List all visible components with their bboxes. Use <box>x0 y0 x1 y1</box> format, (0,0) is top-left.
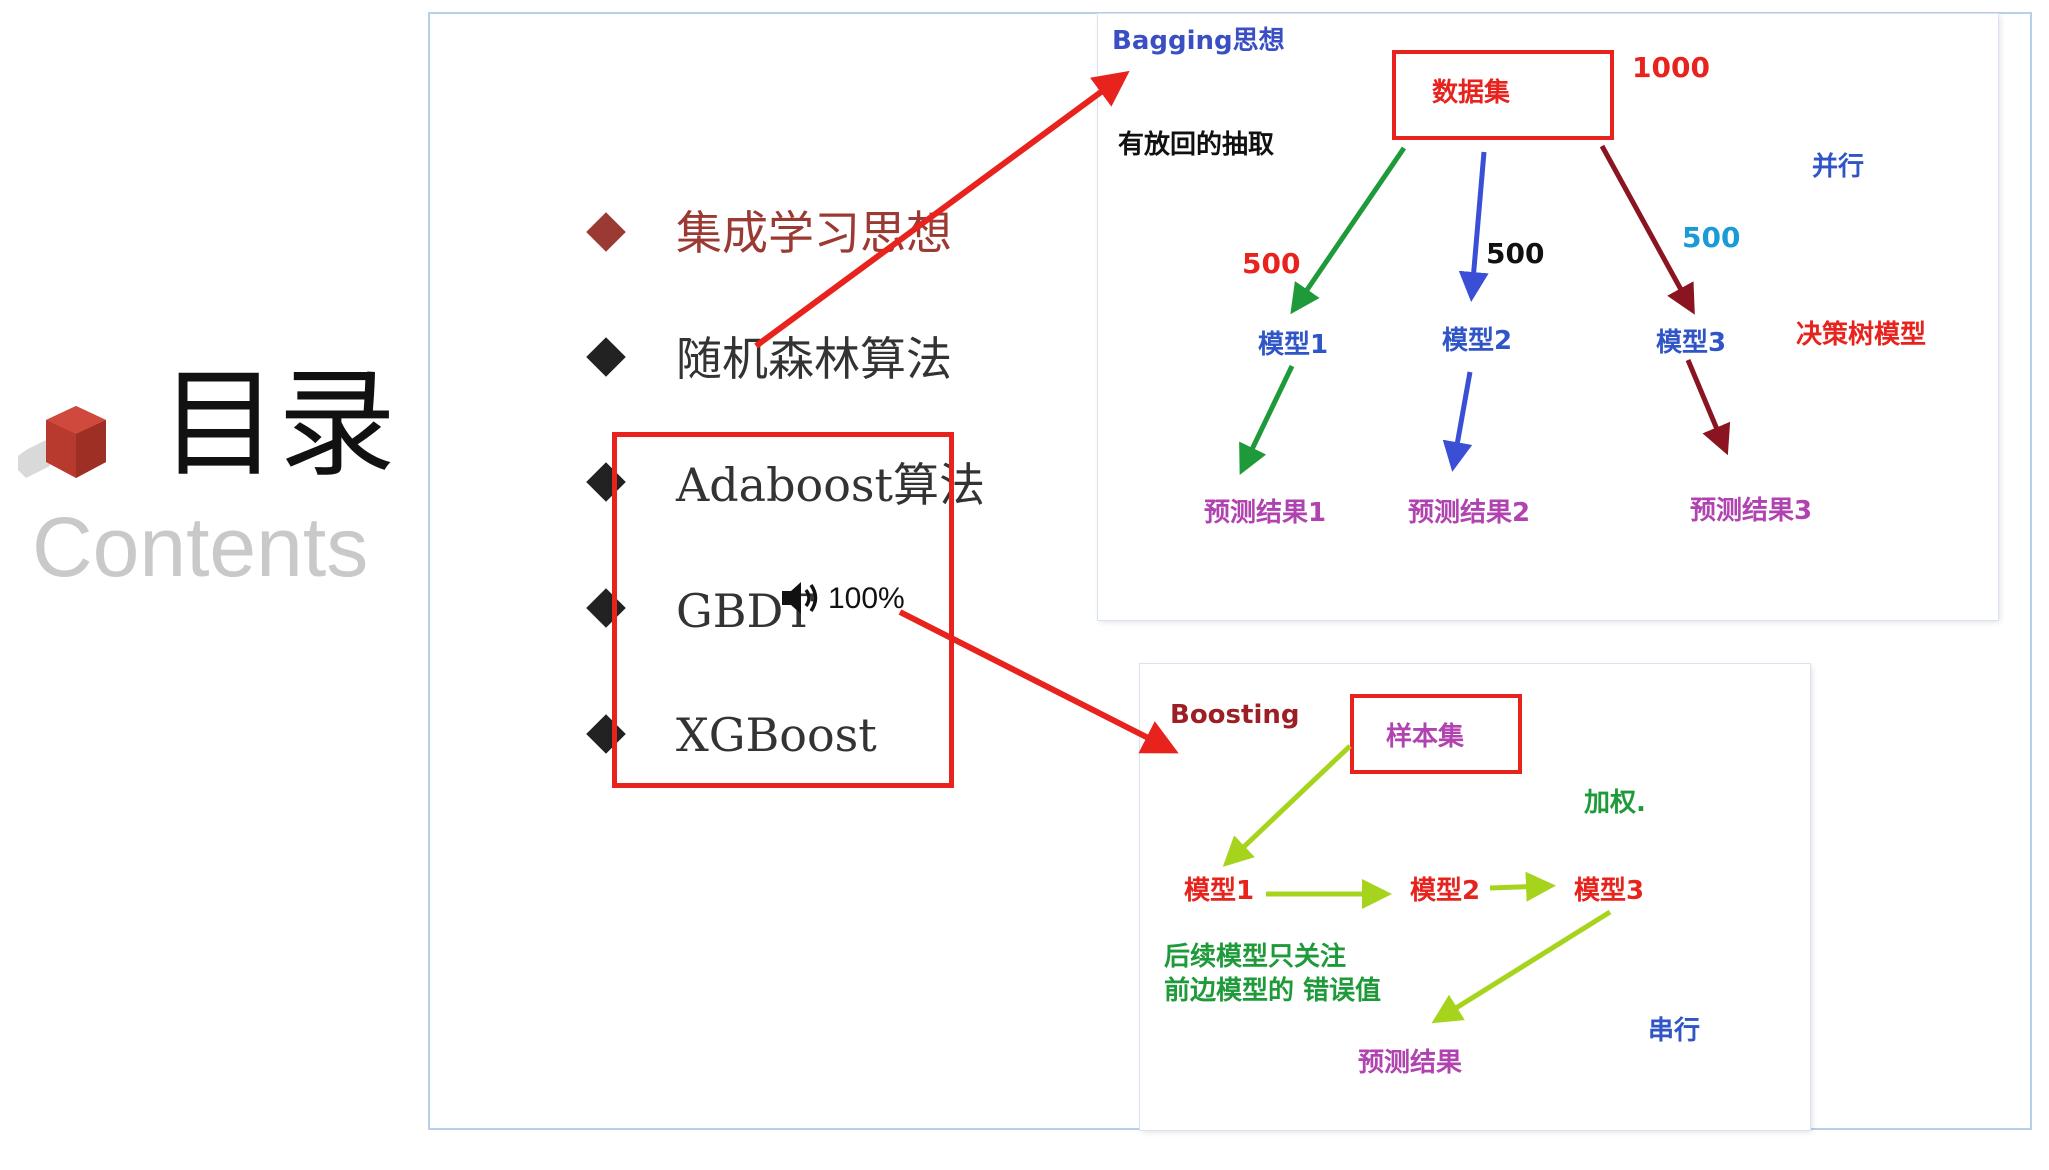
speaker-icon[interactable] <box>780 578 822 618</box>
volume-level: 100% <box>828 582 905 615</box>
model-type-label: 决策树模型 <box>1796 320 1927 350</box>
sample-set-box <box>1350 694 1522 774</box>
menu-bullet-icon <box>586 212 626 252</box>
boosting-note-line1: 后续模型只关注 <box>1164 942 1347 972</box>
bagging-result-3: 预测结果3 <box>1690 496 1813 526</box>
boosting-model-3: 模型3 <box>1574 876 1645 906</box>
parallel-label: 并行 <box>1812 152 1865 182</box>
bagging-model-2: 模型2 <box>1442 326 1513 356</box>
bagging-model-1: 模型1 <box>1258 330 1329 360</box>
boosting-title: Boosting <box>1170 700 1300 730</box>
dataset-box <box>1392 50 1614 140</box>
boosting-model-1: 模型1 <box>1184 876 1255 906</box>
boosting-note-line2: 前边模型的 错误值 <box>1164 976 1382 1006</box>
bagging-model-3: 模型3 <box>1656 328 1727 358</box>
boosting-model-2: 模型2 <box>1410 876 1481 906</box>
boosting-result: 预测结果 <box>1358 1048 1463 1078</box>
serial-label: 串行 <box>1648 1016 1701 1046</box>
sample-count-3: 500 <box>1682 221 1741 254</box>
weighting-label: 加权. <box>1584 788 1646 818</box>
menu-item-random-forest[interactable]: 随机森林算法 <box>676 332 952 386</box>
sample-count-1: 500 <box>1242 247 1301 280</box>
menu-item-xgboost[interactable]: XGBoost <box>676 708 877 762</box>
dataset-label: 数据集 <box>1432 78 1511 108</box>
dataset-count: 1000 <box>1632 51 1710 84</box>
bagging-result-2: 预测结果2 <box>1408 498 1531 528</box>
menu-bullet-icon <box>586 337 626 377</box>
contents-cube-icon <box>18 406 106 478</box>
menu-item-ensemble[interactable]: 集成学习思想 <box>676 206 952 260</box>
bagging-title: Bagging思想 <box>1112 26 1285 56</box>
page-subtitle: Contents <box>32 500 369 594</box>
sample-set-label: 样本集 <box>1386 722 1465 752</box>
menu-item-adaboost[interactable]: Adaboost算法 <box>676 458 986 512</box>
bagging-panel: Bagging思想 数据集 1000 有放回的抽取 并行 500 500 500… <box>1098 14 1998 620</box>
boosting-panel: Boosting 样本集 加权. 模型1 模型2 模型3 后续模型只关注 前边模… <box>1140 664 1810 1130</box>
bagging-result-1: 预测结果1 <box>1204 498 1327 528</box>
sample-count-2: 500 <box>1486 237 1545 270</box>
page-title: 目录 <box>160 355 397 493</box>
sampling-label: 有放回的抽取 <box>1118 130 1275 160</box>
